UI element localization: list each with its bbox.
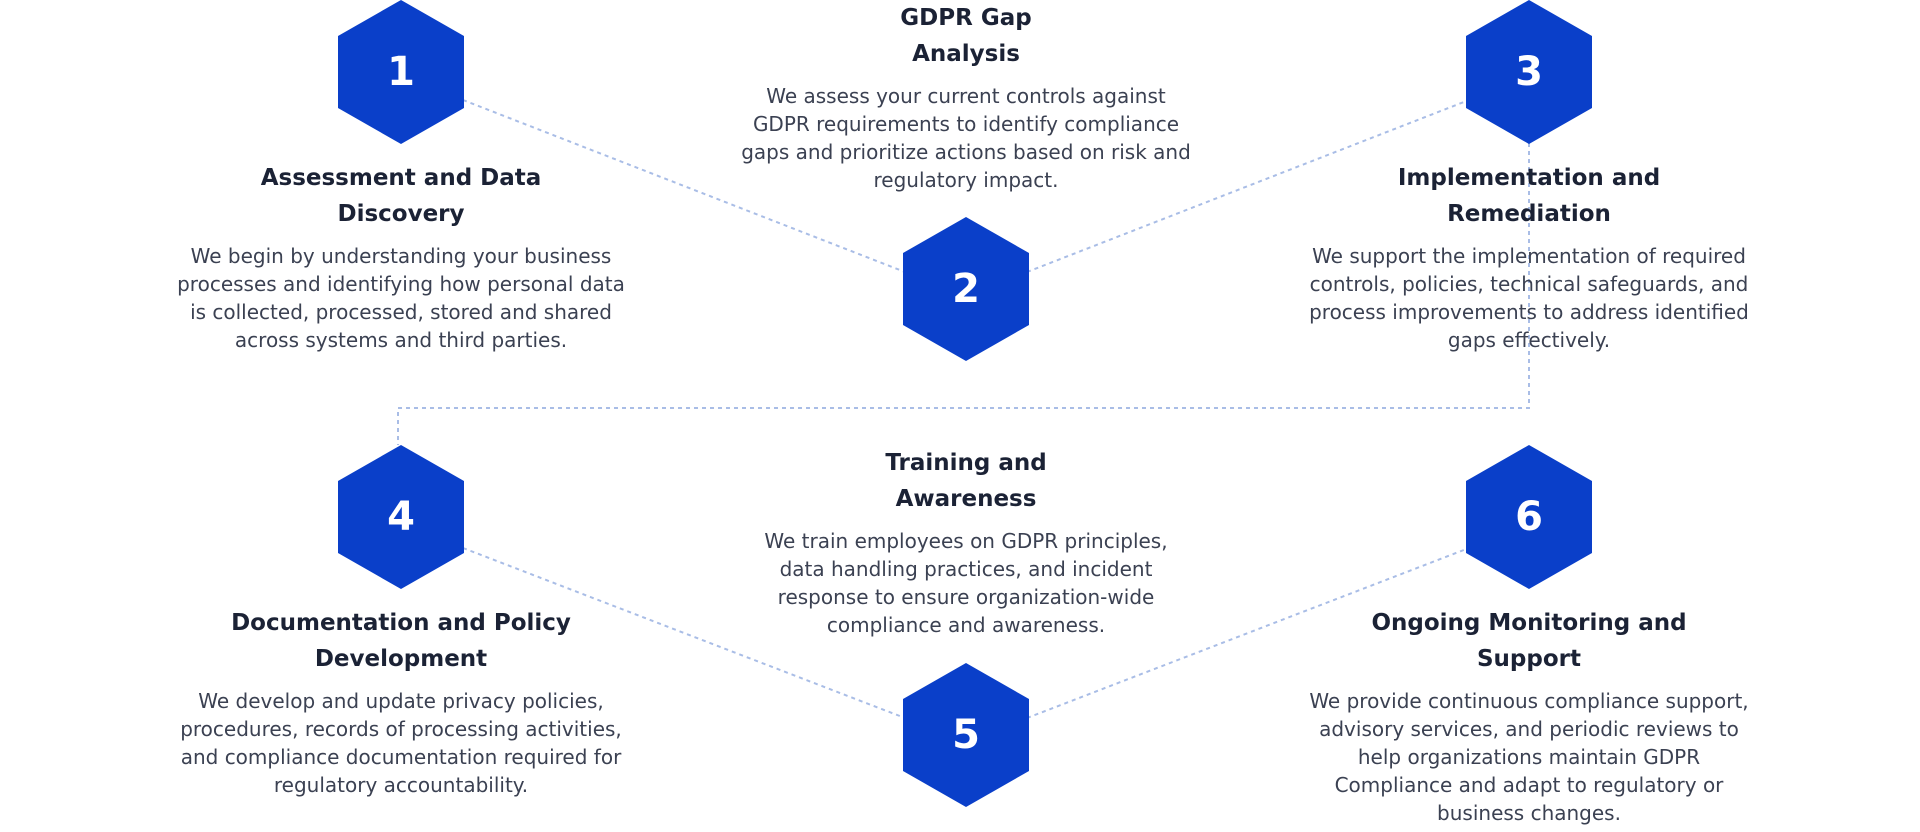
step-3-hexagon: 3: [1466, 0, 1592, 144]
step-4-hexagon: 4: [338, 445, 464, 589]
step-3-number: 3: [1515, 49, 1543, 95]
step-5-number: 5: [952, 712, 980, 758]
step-1-text: Assessment and Data Discovery We begin b…: [171, 160, 631, 354]
hexagon-shape: [903, 663, 1029, 807]
step-3-text: Implementation and Remediation We suppor…: [1295, 160, 1763, 354]
step-6-number: 6: [1515, 494, 1543, 540]
connector-2-3: [1026, 99, 1470, 273]
hexagon-shape: [1466, 0, 1592, 144]
hexagon-shape: [903, 217, 1029, 361]
step-2-description: We assess your current controls against …: [741, 84, 1191, 192]
hexagon-shape: [1466, 445, 1592, 589]
step-2-hexagon: 2: [903, 217, 1029, 361]
step-6-hexagon: 6: [1466, 445, 1592, 589]
step-2-title: GDPR Gap Analysis: [900, 5, 1032, 67]
hexagon-shape: [338, 0, 464, 144]
step-6-text: Ongoing Monitoring and Support We provid…: [1299, 605, 1759, 827]
step-4-text: Documentation and Policy Development We …: [171, 605, 631, 799]
step-1-description: We begin by understanding your business …: [177, 244, 625, 352]
step-4-title: Documentation and Policy Development: [231, 610, 571, 672]
step-2-text: GDPR Gap Analysis We assess your current…: [736, 0, 1196, 194]
step-1-title: Assessment and Data Discovery: [260, 165, 542, 227]
step-6-description: We provide continuous compliance support…: [1309, 689, 1749, 825]
hexagon-shape: [338, 445, 464, 589]
connector-4-5: [462, 547, 906, 719]
step-4-number: 4: [387, 494, 415, 540]
connector-5-6: [1026, 547, 1470, 719]
step-4-description: We develop and update privacy policies, …: [180, 689, 622, 797]
step-5-description: We train employees on GDPR principles, d…: [764, 529, 1168, 637]
step-3-title: Implementation and Remediation: [1397, 165, 1661, 227]
step-6-title: Ongoing Monitoring and Support: [1371, 610, 1687, 672]
step-1-number: 1: [387, 49, 415, 95]
step-5-title: Training and Awareness: [885, 450, 1047, 512]
connector-1-2: [462, 99, 906, 273]
step-3-description: We support the implementation of require…: [1309, 244, 1749, 352]
step-2-number: 2: [952, 266, 980, 312]
step-5-text: Training and Awareness We train employee…: [736, 445, 1196, 639]
step-1-hexagon: 1: [338, 0, 464, 144]
step-5-hexagon: 5: [903, 663, 1029, 807]
